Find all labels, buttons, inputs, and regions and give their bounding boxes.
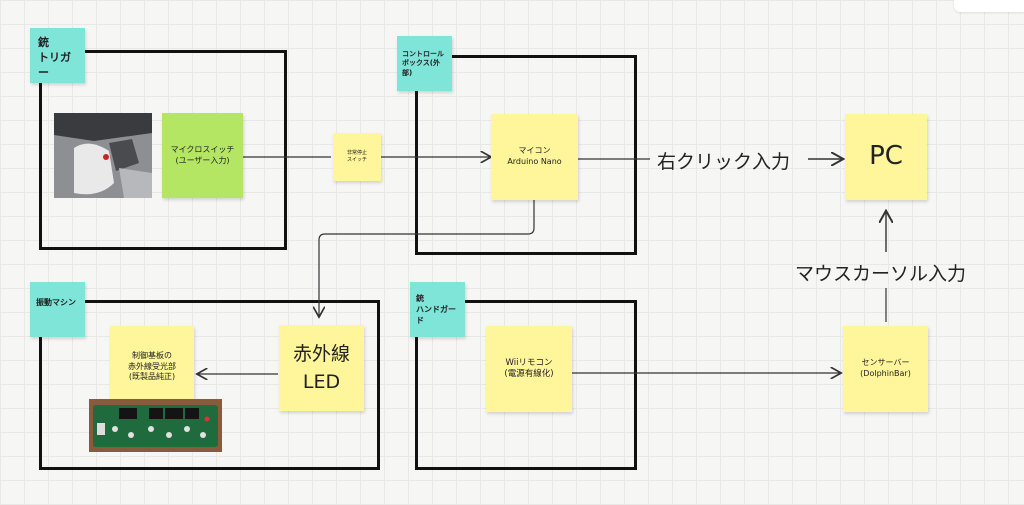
frame-vibration[interactable] [39,300,380,470]
note-microcontroller[interactable]: マイコン Arduino Nano [491,114,578,200]
tag-vibration[interactable]: 振動マシン [30,282,85,337]
frame-trigger[interactable] [39,50,287,250]
note-emergency-stop[interactable]: 非常停止 スイッチ [333,133,381,181]
circuit-board-photo[interactable] [89,399,222,452]
label-mouse-cursor: マウスカーソル入力 [795,263,967,285]
tag-handguard[interactable]: 銃 ハンドガード [410,282,465,337]
tag-trigger[interactable]: 銃 トリガー [30,28,85,83]
trigger-photo[interactable] [54,113,152,198]
circuit-board-image [89,399,222,452]
tag-control-box[interactable]: コントロール ボックス(外部) [397,36,452,91]
trigger-photo-image [54,113,152,198]
label-right-click: 右クリック入力 [657,151,791,173]
toolbar-corner [954,0,1024,12]
note-ir-led[interactable]: 赤外線 LED [279,325,364,411]
note-pc[interactable]: PC [845,114,927,200]
note-micro-switch[interactable]: マイクロスイッチ (ユーザー入力) [162,113,243,198]
note-receiver[interactable]: 制御基板の 赤外線受光部 (既製品純正) [110,326,194,408]
note-sensor-bar[interactable]: センサーバー (DolphinBar) [843,326,928,412]
frame-control-box[interactable] [415,55,637,255]
frame-handguard[interactable] [415,300,637,470]
note-wii-remote[interactable]: Wiiリモコン (電源有線化) [486,326,572,412]
connector-mcu-to-led [319,200,535,316]
